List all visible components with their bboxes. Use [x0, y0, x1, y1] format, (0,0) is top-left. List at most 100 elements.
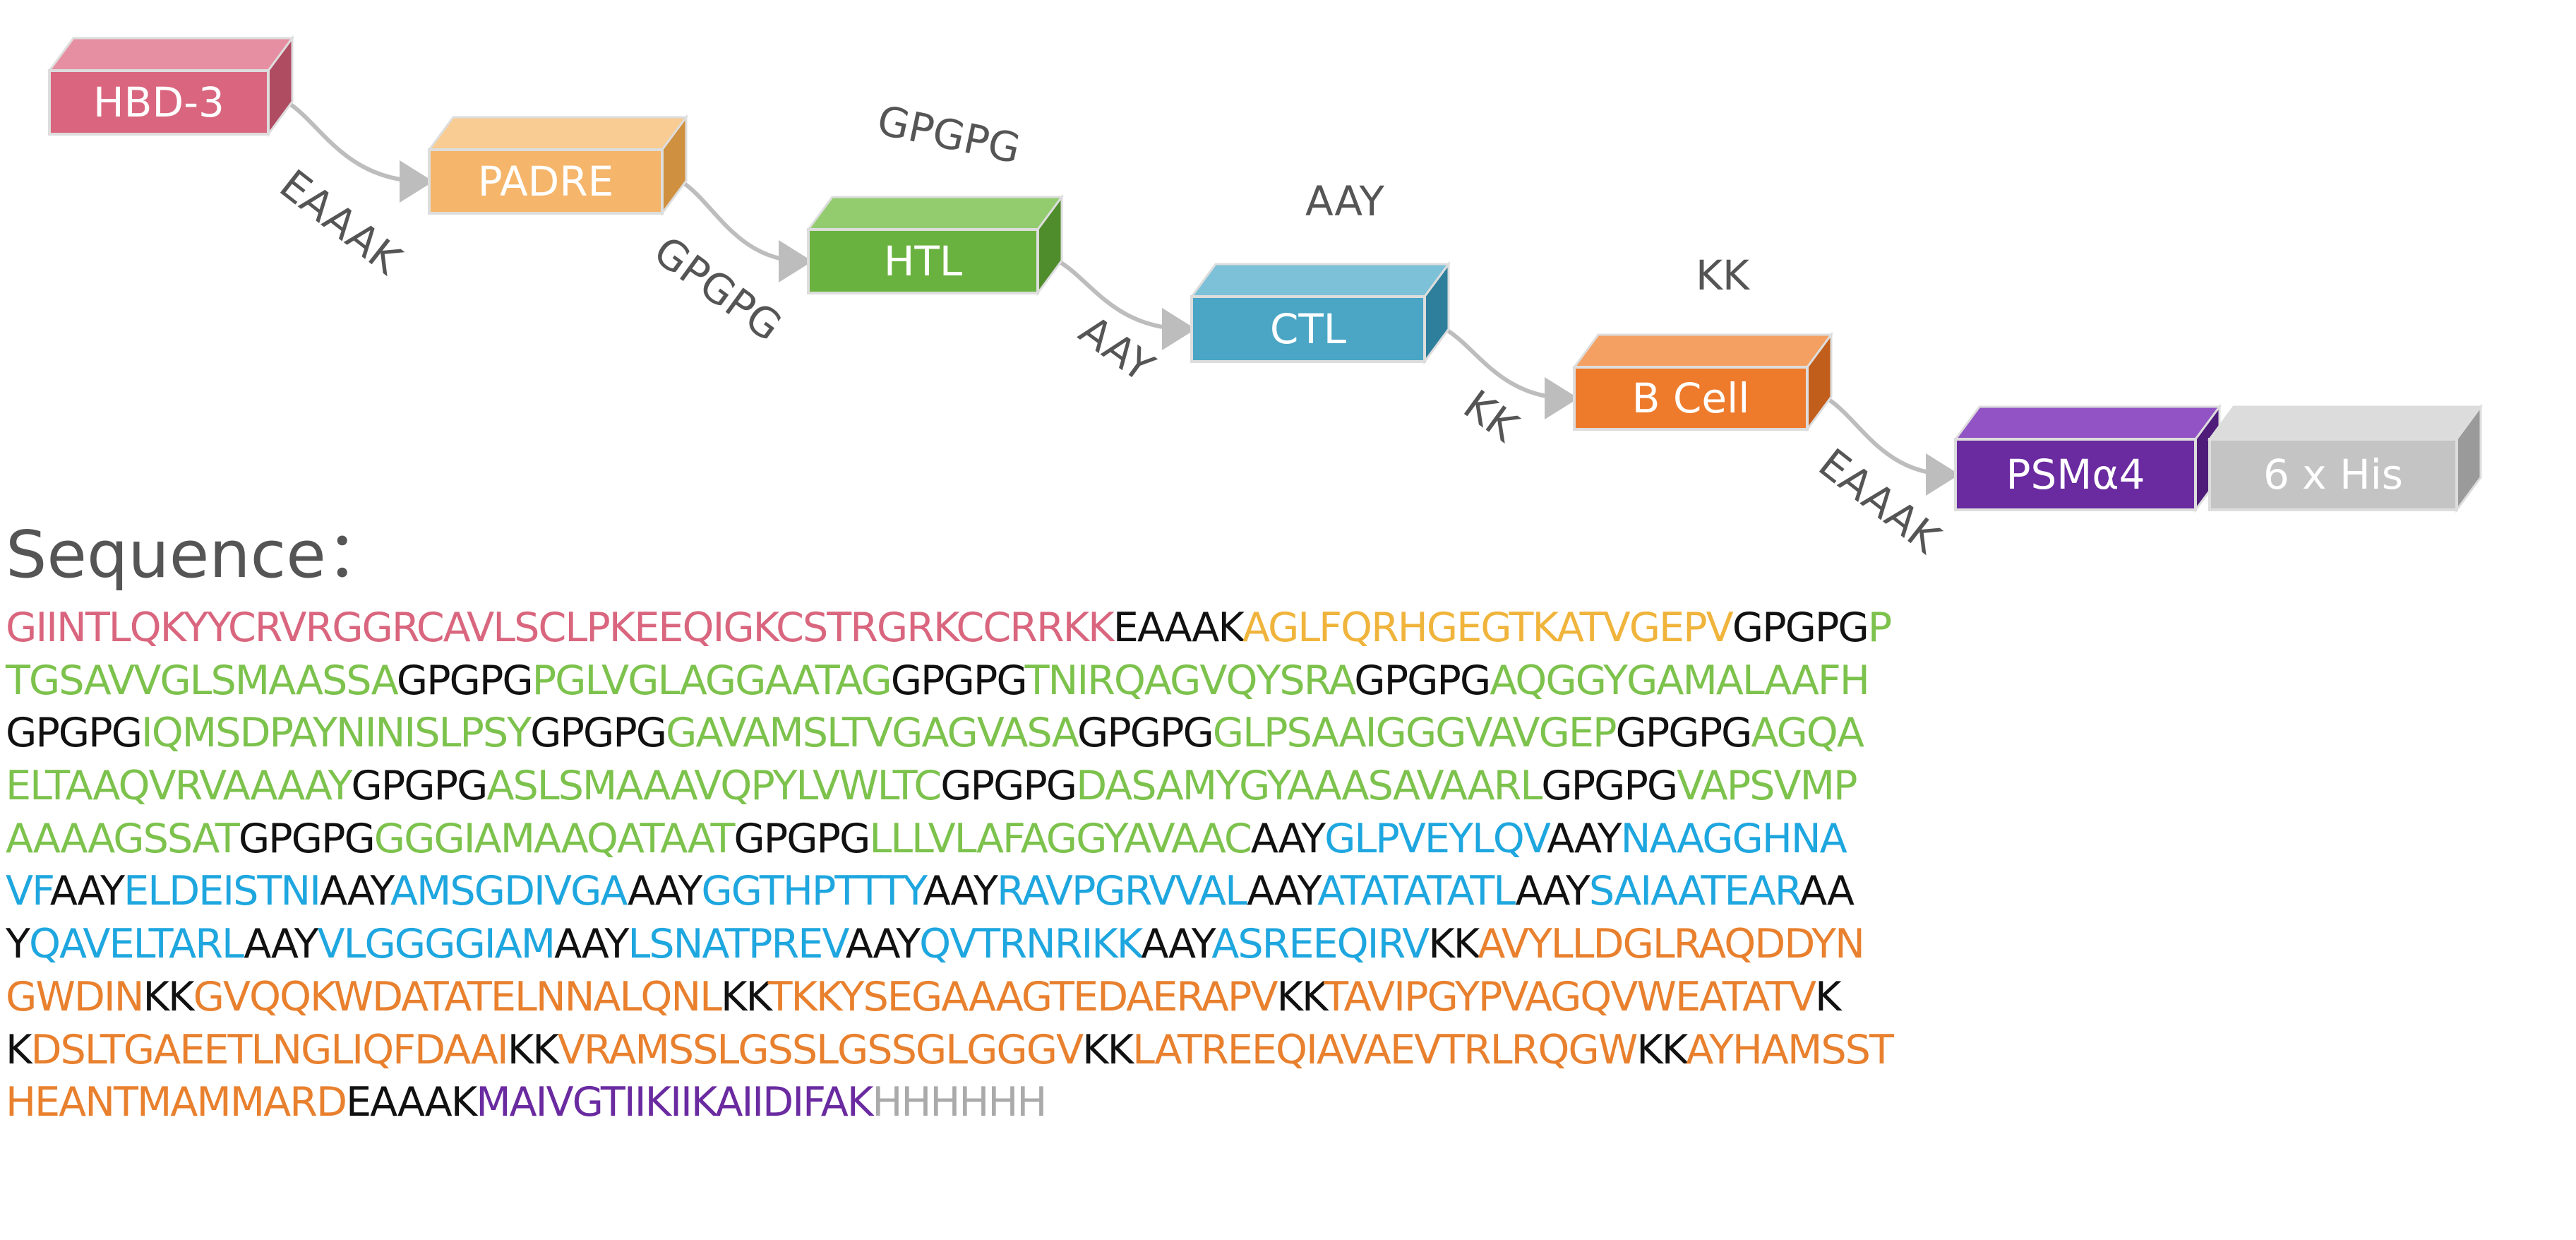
sequence-segment-ctl: GLPVEYLQV: [1324, 815, 1548, 862]
sequence-segment-linker: KK: [1428, 921, 1479, 968]
block-his: 6 x His: [2207, 403, 2483, 513]
sequence-segment-bcell: VRAMSSLGSSLGSSGLGGGV: [557, 1026, 1084, 1073]
sequence-segment-linker: K: [1814, 973, 1841, 1020]
sequence-segment-bcell: LATREEQIAVAEVTRLRQGW: [1132, 1026, 1638, 1073]
sequence-segment-htl: P: [1867, 604, 1892, 651]
block-label: HTL: [884, 237, 962, 285]
sequence-segment-ctl: ELDEISTNI: [124, 868, 321, 915]
sequence-segment-linker: AAY: [628, 868, 702, 915]
sequence-segment-linker: AAY: [554, 921, 629, 968]
sequence-segment-linker: Y: [6, 921, 30, 968]
sequence-line: ELTAAQVRVAAAAYGPGPGASLSMAAAVQPYLVWLTCGPG…: [6, 760, 2575, 813]
block-hbd3: HBD-3: [47, 35, 294, 138]
sequence-segment-bcell: AVYLLDGLRAQDDYN: [1478, 921, 1865, 968]
block-padre: PADRE: [427, 114, 688, 217]
sequence-segment-ctl: LSNATPREV: [628, 921, 846, 968]
sequence-segment-ctl: RAVPGRVVAL: [996, 868, 1248, 915]
sequence-segment-linker: AA: [1799, 868, 1855, 915]
block-front-face: [807, 228, 1039, 294]
sequence-segment-htl: ELTAAQVRVAAAAY: [6, 763, 352, 810]
linker-label: GPGPG: [873, 96, 1024, 173]
sequence-segment-htl: DASAMYGYAAASAVAARL: [1076, 763, 1542, 810]
sequence-segment-his: HHHHHH: [872, 1079, 1047, 1126]
sequence-segment-htl: GGGIAMAAQATAAT: [373, 815, 736, 862]
sequence-segment-linker: GPGPG: [1615, 710, 1752, 757]
sequence-segment-linker: KK: [1636, 1026, 1687, 1073]
sequence-segment-linker: GPGPG: [530, 710, 667, 757]
sequence-line: GIINTLQKYYCRVRGGRCAVLSCLPKEEQIGKCSTRGRKC…: [6, 602, 2575, 655]
sequence-segment-linker: AAY: [1247, 868, 1319, 915]
sequence-segment-linker: KK: [1082, 1026, 1134, 1073]
sequence-line: GPGPGIQMSDPAYNINISLPSYGPGPGGAVAMSLTVGAGV…: [6, 707, 2575, 760]
sequence-segment-linker: GPGPG: [6, 710, 143, 757]
sequence-segment-ctl: ATATATATL: [1317, 868, 1516, 915]
sequence-segment-htl: VAPSVMP: [1677, 763, 1857, 810]
sequence-segment-htl: TNIRQAGVQYSRA: [1024, 657, 1356, 704]
sequence-segment-htl: AAAAGSSAT: [6, 815, 240, 862]
block-label: 6 x His: [2263, 451, 2403, 499]
sequence-segment-linker: GPGPG: [396, 657, 534, 704]
sequence-segment-linker: AAY: [1547, 815, 1622, 862]
sequence-segment-ctl: AMSGDIVGA: [390, 868, 629, 915]
sequence-segment-linker: AAY: [923, 868, 998, 915]
sequence-segment-linker: AAY: [49, 868, 125, 915]
block-top-face: [1572, 333, 1833, 369]
sequence-segment-ctl: VLGGGGIAM: [317, 921, 556, 968]
block-front-face: [1954, 438, 2197, 511]
sequence-line: AAAAGSSATGPGPGGGGIAMAAQATAATGPGPGLLLVLAF…: [6, 813, 2575, 866]
sequence-segment-linker: AAY: [1250, 815, 1326, 862]
sequence-line: HEANTMAMMARDEAAAKMAIVGTIIKIIKAIIDIFAKHHH…: [6, 1076, 2575, 1129]
sequence-segment-bcell: AYHAMSST: [1686, 1026, 1894, 1073]
sequence-segment-ctl: QVTRNRIKK: [919, 921, 1142, 968]
sequence-segment-ctl: NAAGGHNA: [1620, 815, 1847, 862]
block-front-face: [2208, 438, 2458, 511]
sequence-segment-bcell: HEANTMAMMARD: [6, 1079, 347, 1126]
sequence-segment-htl: AQGGYGAMALAAFH: [1490, 657, 1870, 704]
sequence-segment-htl: GAVAMSLTVGAGVASA: [666, 710, 1079, 757]
linker-label: EAAAK: [1810, 439, 1951, 558]
sequence-segment-linker: GPGPG: [890, 657, 1026, 704]
sequence-segment-linker: AAY: [845, 921, 921, 968]
sequence-line: VFAAYELDEISTNIAAYAMSGDIVGAAAYGGTHPTTTYAA…: [6, 865, 2575, 918]
block-bcell: B Cell: [1572, 331, 1833, 433]
sequence-segment-linker: GPGPG: [1541, 763, 1678, 810]
sequence-segment-linker: AAY: [1515, 868, 1590, 915]
sequence-segment-linker: AAY: [1141, 921, 1213, 968]
sequence-segment-linker: GPGPG: [940, 763, 1077, 810]
sequence-segment-ctl: ASREEQIRV: [1211, 921, 1430, 968]
block-htl: HTL: [806, 193, 1064, 297]
block-front-face: [428, 148, 664, 215]
linker-label: GPGPG: [645, 227, 791, 350]
block-front-face: [1190, 295, 1426, 363]
linker-label: AAY: [1305, 177, 1384, 225]
block-top-face: [427, 116, 688, 151]
sequence-segment-hbd3: GIINTLQKYYCRVRGGRCAVLSCLPKEEQIGKCSTRGRKC…: [6, 604, 1115, 651]
sequence-segment-htl: PGLVGLAGGAATAG: [532, 657, 892, 704]
sequence-segment-linker: GPGPG: [1077, 710, 1214, 757]
sequence-line: KDSLTGAEETLNGLIQFDAAIKKVRAMSSLGSSLGSSGLG…: [6, 1024, 2575, 1077]
sequence-segment-bcell: GWDIN: [6, 973, 145, 1020]
block-label: HBD-3: [93, 78, 224, 126]
sequence-segment-linker: KK: [1276, 973, 1326, 1020]
sequence-segment-psm: MAIVGTIIKIIKAIIDIFAK: [476, 1079, 873, 1126]
sequence-segment-linker: GPGPG: [1354, 657, 1491, 704]
sequence-segment-bcell: TAVIPGYPVAGQVWEATATV: [1324, 973, 1816, 1020]
block-ctl: CTL: [1190, 261, 1451, 365]
block-top-face: [47, 37, 294, 72]
sequence-segment-linker: AAY: [244, 921, 318, 968]
block-top-face: [1953, 405, 2222, 441]
linker-label: KK: [1455, 381, 1528, 452]
sequence-segment-linker: GPGPG: [238, 815, 376, 862]
sequence-segment-linker: AAY: [320, 868, 392, 915]
sequence-segment-bcell: TKKYSEGAAAGTEDAERAPV: [767, 973, 1278, 1020]
sequence-segment-bcell: GVQQKWDATATELNNALQNL: [193, 973, 722, 1020]
block-front-face: [1573, 366, 1809, 431]
block-label: PADRE: [478, 157, 614, 205]
sequence-segment-htl: AGQA: [1751, 710, 1864, 757]
sequence-line: GWDINKKGVQQKWDATATELNNALQNLKKTKKYSEGAAAG…: [6, 971, 2575, 1024]
sequence-segment-bcell: DSLTGAEETLNGLIQFDAAI: [30, 1026, 509, 1073]
block-top-face: [806, 196, 1064, 231]
sequence-heading: Sequence：: [6, 517, 391, 592]
